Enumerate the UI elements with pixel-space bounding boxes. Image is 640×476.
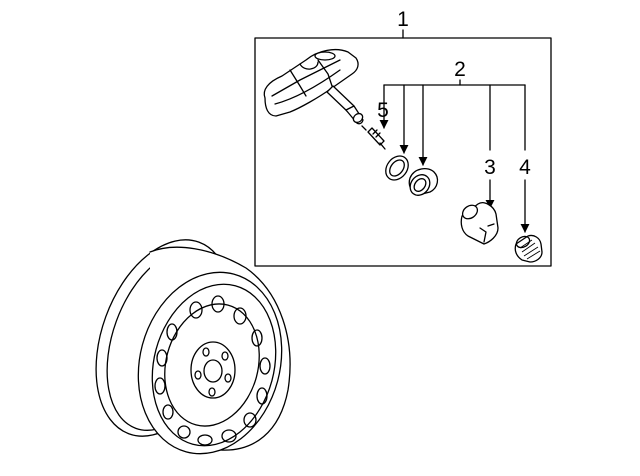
valve-cap xyxy=(514,234,543,263)
grommet-seal xyxy=(408,167,439,196)
valve-nut xyxy=(460,202,499,245)
o-ring-washer xyxy=(385,155,409,181)
callout-1: 1 xyxy=(397,8,409,31)
callout-2: 2 xyxy=(454,58,466,81)
tpms-kit-box xyxy=(254,37,552,267)
steel-wheel xyxy=(95,239,291,455)
valve-core xyxy=(361,125,386,150)
tpms-sensor xyxy=(263,49,364,125)
callout-4: 4 xyxy=(519,156,531,179)
callout-3: 3 xyxy=(484,156,496,179)
callout-5: 5 xyxy=(377,99,389,122)
